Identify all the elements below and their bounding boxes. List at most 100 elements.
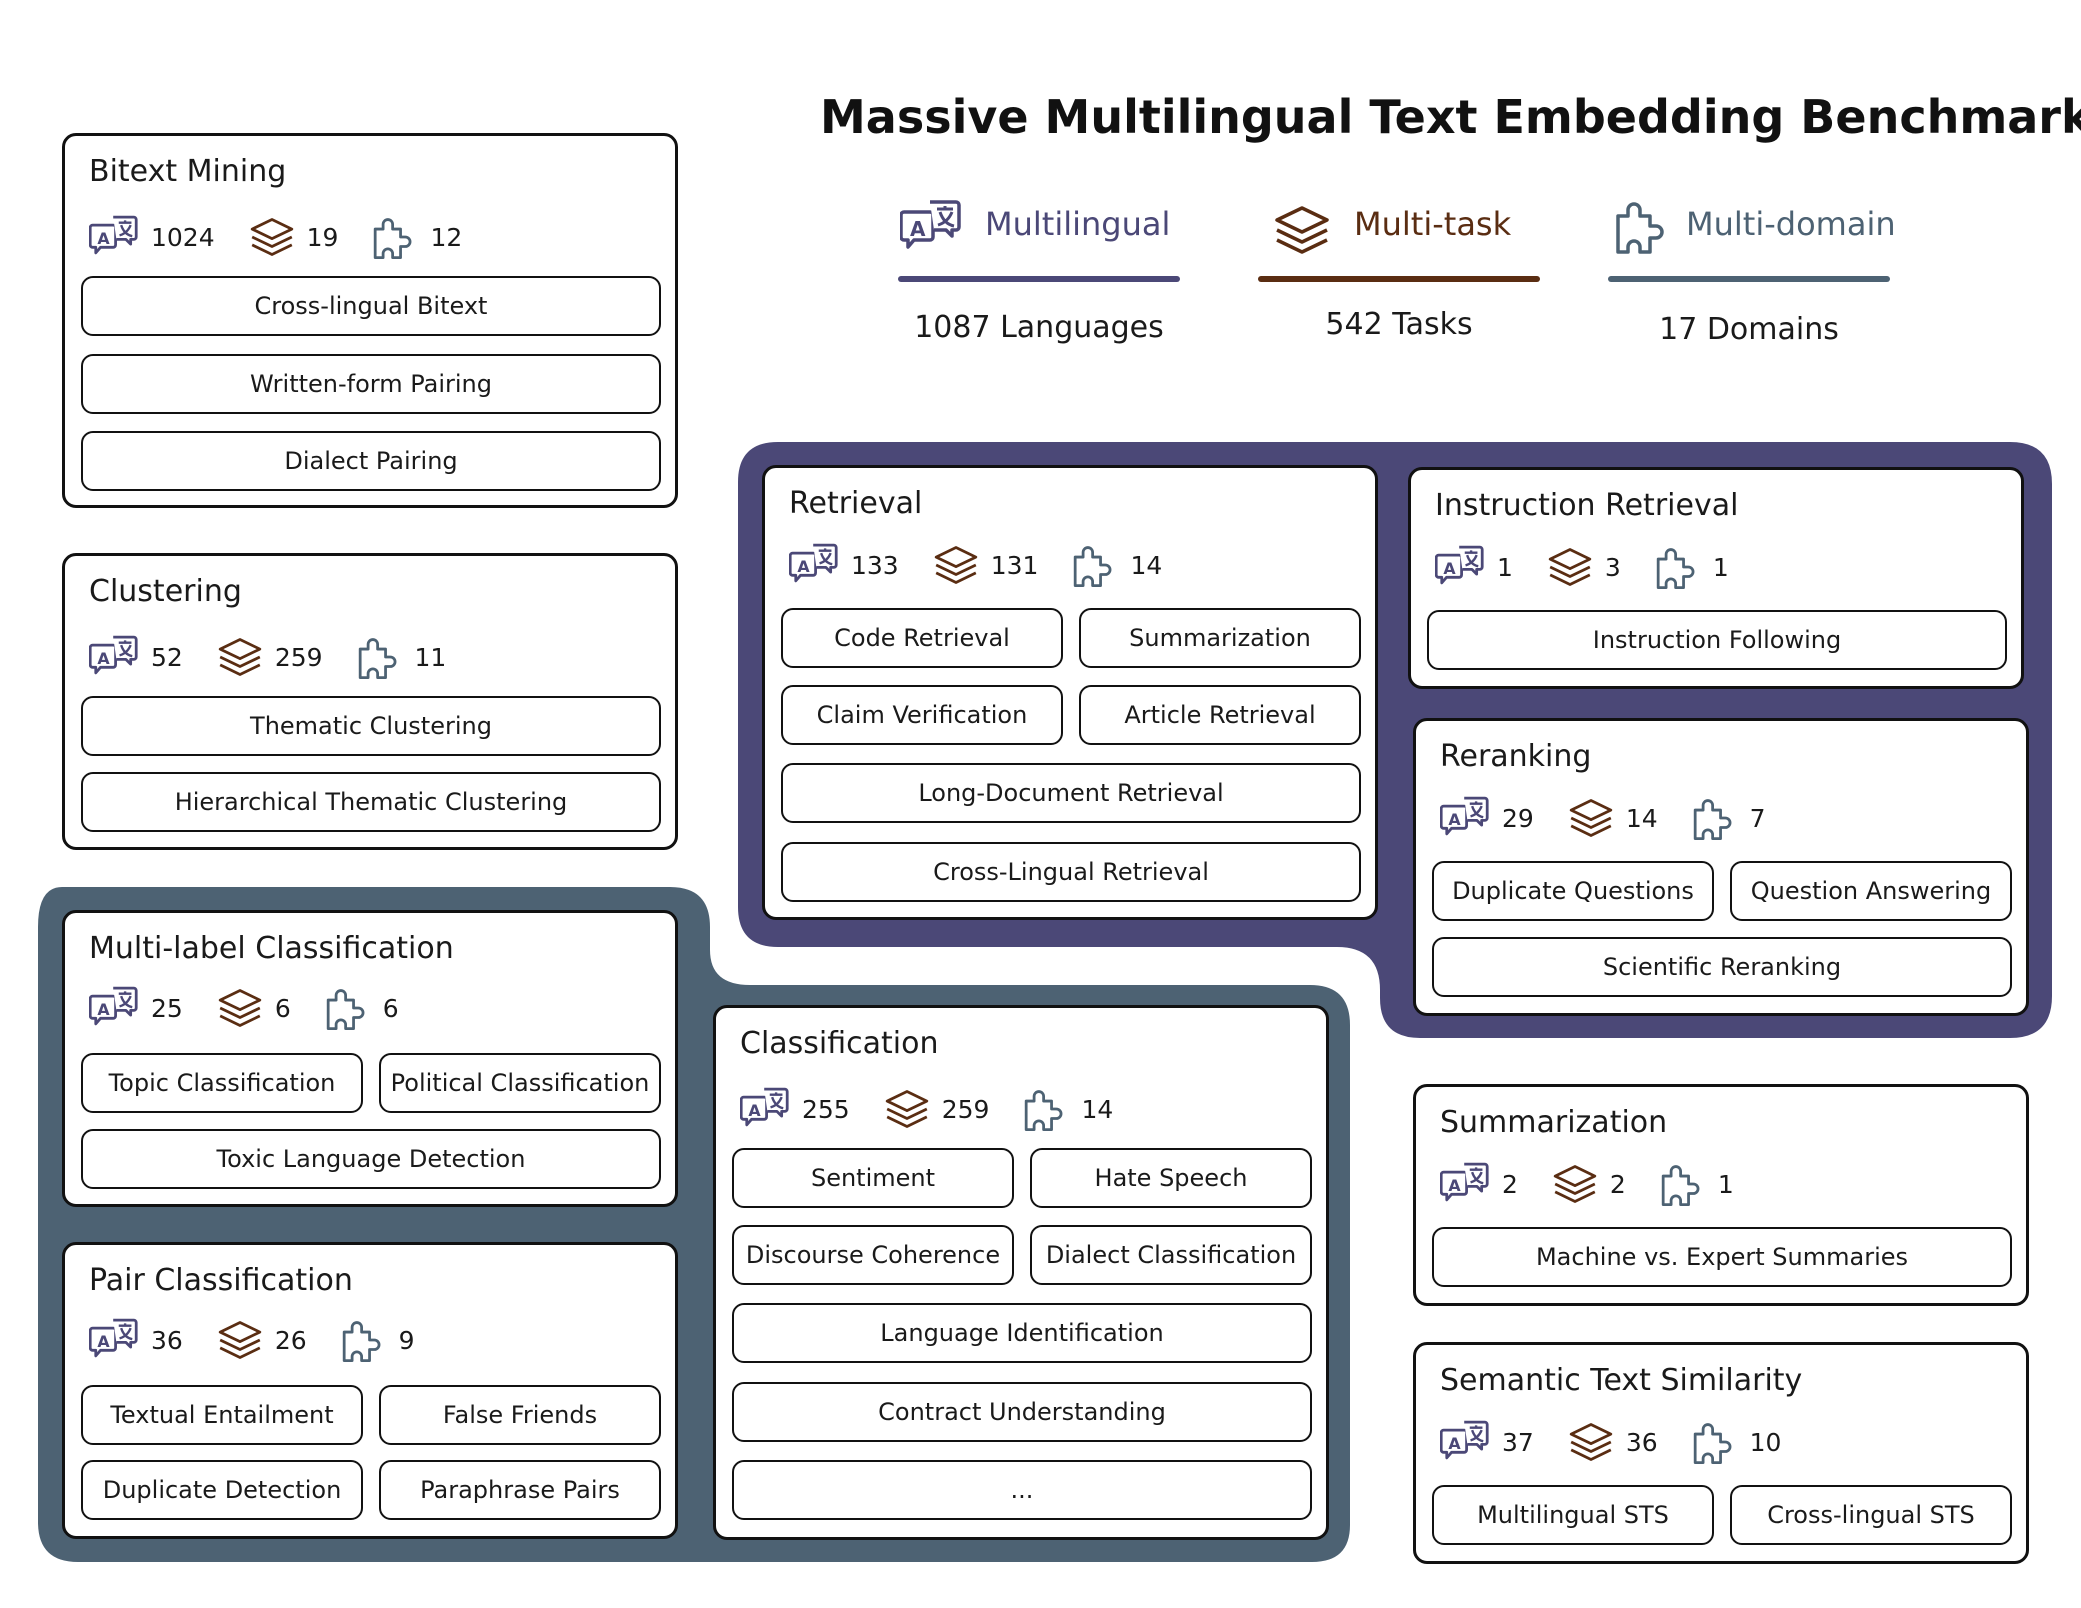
languages-count: 133 bbox=[851, 550, 899, 580]
pill-paraphrase-pairs[interactable]: Paraphrase Pairs bbox=[379, 1460, 661, 1520]
puzzle-icon bbox=[1655, 543, 1701, 591]
card-reranking: Reranking A 29 14 7 Duplicate Questions … bbox=[1413, 718, 2029, 1016]
pill-duplicate-questions[interactable]: Duplicate Questions bbox=[1432, 861, 1714, 921]
pill-hierarchical-thematic-clustering[interactable]: Hierarchical Thematic Clustering bbox=[81, 772, 661, 832]
pill-claim-verification[interactable]: Claim Verification bbox=[781, 685, 1063, 745]
svg-text:A: A bbox=[910, 217, 926, 241]
page-title: Massive Multilingual Text Embedding Benc… bbox=[820, 90, 2081, 144]
layers-icon bbox=[1552, 1163, 1598, 1205]
layers-icon bbox=[217, 636, 263, 678]
puzzle-icon bbox=[1072, 541, 1118, 589]
pill-summarization[interactable]: Summarization bbox=[1079, 608, 1361, 668]
pill-machine-vs-expert-summaries[interactable]: Machine vs. Expert Summaries bbox=[1432, 1227, 2012, 1287]
translate-icon: A bbox=[1440, 1161, 1490, 1207]
tasks-count: 259 bbox=[274, 642, 323, 672]
card-title: Pair Classification bbox=[89, 1263, 353, 1298]
pill-cross-lingual-retrieval[interactable]: Cross-Lingual Retrieval bbox=[781, 842, 1361, 902]
stats-row: A 2 2 1 bbox=[1440, 1159, 1768, 1209]
domains-count: 1 bbox=[1717, 1169, 1734, 1199]
stat-domains: 6 bbox=[325, 984, 399, 1032]
stat-lang: A 1 bbox=[1435, 544, 1513, 590]
domains-count: 11 bbox=[414, 642, 447, 672]
multitask-label: Multi-task bbox=[1354, 205, 1512, 243]
card-instruction-retrieval: Instruction Retrieval A 1 3 1 Instructio… bbox=[1408, 467, 2024, 689]
pill-scientific-reranking[interactable]: Scientific Reranking bbox=[1432, 937, 2012, 997]
pill-multilingual-sts[interactable]: Multilingual STS bbox=[1432, 1485, 1714, 1545]
tasks-count: 14 bbox=[1625, 803, 1658, 833]
svg-text:A: A bbox=[1448, 1434, 1461, 1453]
header-multidomain bbox=[1614, 196, 1672, 260]
translate-icon: A bbox=[89, 214, 139, 260]
layers-icon bbox=[217, 1319, 263, 1361]
pill-discourse-coherence[interactable]: Discourse Coherence bbox=[732, 1225, 1014, 1285]
stat-tasks: 19 bbox=[249, 216, 339, 258]
stat-tasks: 6 bbox=[217, 987, 291, 1029]
tasks-count: 6 bbox=[274, 993, 291, 1023]
tasks-count: 2 bbox=[1609, 1169, 1626, 1199]
translate-icon: A bbox=[89, 1317, 139, 1363]
card-title: Clustering bbox=[89, 574, 242, 609]
stat-lang: A 36 bbox=[89, 1317, 183, 1363]
translate-icon: A bbox=[1435, 544, 1485, 590]
layers-icon bbox=[933, 544, 979, 586]
stat-tasks: 259 bbox=[217, 636, 323, 678]
layers-icon bbox=[1568, 1421, 1614, 1463]
languages-count: 25 bbox=[151, 993, 183, 1023]
stat-tasks: 26 bbox=[217, 1319, 307, 1361]
pill-more[interactable]: ... bbox=[732, 1460, 1312, 1520]
pill-long-document-retrieval[interactable]: Long-Document Retrieval bbox=[781, 763, 1361, 823]
stats-row: A 255 259 14 bbox=[740, 1084, 1147, 1134]
pill-toxic-language-detection[interactable]: Toxic Language Detection bbox=[81, 1129, 661, 1189]
card-clustering: Clustering A 52 259 11 Thematic Clusteri… bbox=[62, 553, 678, 850]
pill-written-form-pairing[interactable]: Written-form Pairing bbox=[81, 354, 661, 414]
languages-count: 255 bbox=[802, 1094, 850, 1124]
puzzle-icon bbox=[1023, 1085, 1069, 1133]
card-title: Classification bbox=[740, 1026, 939, 1061]
pill-dialect-classification[interactable]: Dialect Classification bbox=[1030, 1225, 1312, 1285]
layers-icon bbox=[1275, 206, 1329, 254]
multilingual-bar bbox=[898, 276, 1180, 282]
puzzle-icon bbox=[1616, 202, 1664, 254]
stat-lang: A 25 bbox=[89, 985, 183, 1031]
multidomain-bar bbox=[1608, 276, 1890, 282]
tasks-count: 131 bbox=[990, 550, 1039, 580]
pill-contract-understanding[interactable]: Contract Understanding bbox=[732, 1382, 1312, 1442]
pill-dialect-pairing[interactable]: Dialect Pairing bbox=[81, 431, 661, 491]
stats-row: A 29 14 7 bbox=[1440, 793, 1800, 843]
domains-count: 12 bbox=[430, 222, 463, 252]
domains-count: 7 bbox=[1749, 803, 1766, 833]
tasks-count: 19 bbox=[306, 222, 339, 252]
stats-row: A 1024 19 12 bbox=[89, 212, 496, 262]
layers-icon bbox=[1547, 546, 1593, 588]
pill-duplicate-detection[interactable]: Duplicate Detection bbox=[81, 1460, 363, 1520]
layers-icon bbox=[217, 987, 263, 1029]
pill-textual-entailment[interactable]: Textual Entailment bbox=[81, 1385, 363, 1445]
stats-row: A 37 36 10 bbox=[1440, 1417, 1815, 1467]
stat-domains: 10 bbox=[1692, 1418, 1781, 1466]
pill-topic-classification[interactable]: Topic Classification bbox=[81, 1053, 363, 1113]
card-summarization: Summarization A 2 2 1 Machine vs. Expert… bbox=[1413, 1084, 2029, 1306]
stat-domains: 1 bbox=[1660, 1160, 1734, 1208]
pill-political-classification[interactable]: Political Classification bbox=[379, 1053, 661, 1113]
stats-row: A 133 131 14 bbox=[789, 540, 1196, 590]
pill-thematic-clustering[interactable]: Thematic Clustering bbox=[81, 696, 661, 756]
pill-cross-lingual-bitext[interactable]: Cross-lingual Bitext bbox=[81, 276, 661, 336]
pill-question-answering[interactable]: Question Answering bbox=[1730, 861, 2012, 921]
stats-row: A 36 26 9 bbox=[89, 1315, 449, 1365]
card-title: Summarization bbox=[1440, 1105, 1668, 1140]
puzzle-icon bbox=[1660, 1160, 1706, 1208]
languages-count: 52 bbox=[151, 642, 183, 672]
stat-domains: 14 bbox=[1023, 1085, 1113, 1133]
stat-lang: A 1024 bbox=[89, 214, 215, 260]
pill-article-retrieval[interactable]: Article Retrieval bbox=[1079, 685, 1361, 745]
pill-code-retrieval[interactable]: Code Retrieval bbox=[781, 608, 1063, 668]
pill-language-identification[interactable]: Language Identification bbox=[732, 1303, 1312, 1363]
stat-tasks: 131 bbox=[933, 544, 1039, 586]
pill-hate-speech[interactable]: Hate Speech bbox=[1030, 1148, 1312, 1208]
pill-instruction-following[interactable]: Instruction Following bbox=[1427, 610, 2007, 670]
pill-sentiment[interactable]: Sentiment bbox=[732, 1148, 1014, 1208]
pill-cross-lingual-sts[interactable]: Cross-lingual STS bbox=[1730, 1485, 2012, 1545]
tasks-count: 26 bbox=[274, 1325, 307, 1355]
pill-false-friends[interactable]: False Friends bbox=[379, 1385, 661, 1445]
domains-count: 6 bbox=[382, 993, 399, 1023]
